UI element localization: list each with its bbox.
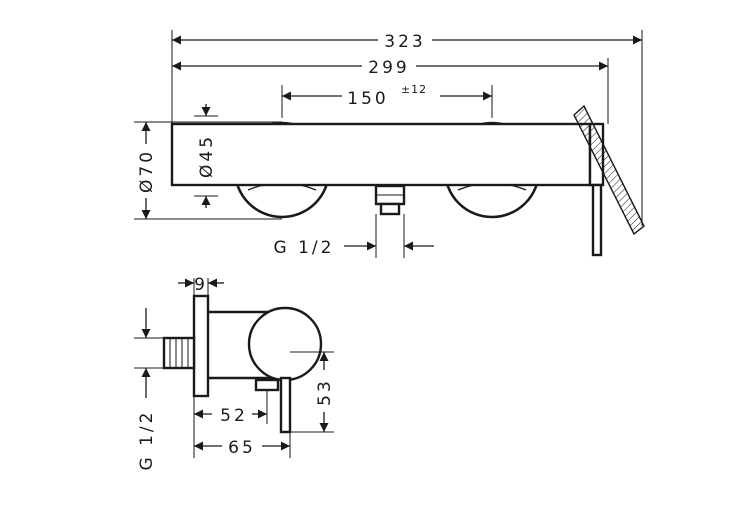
- dim-thread-bottom: G 1/2: [274, 238, 434, 258]
- side-handle-circle: [247, 306, 323, 382]
- diameter-outer-label: Ø70: [137, 149, 157, 193]
- centers-label: 150: [347, 89, 388, 109]
- dim-diameter-70: Ø70: [137, 122, 157, 219]
- side-threaded-connector: [162, 336, 196, 370]
- diameter-inner-label: Ø45: [197, 134, 217, 178]
- height-lever-label: 53: [315, 378, 335, 406]
- dim-52: 52: [194, 406, 267, 426]
- dim-299: 299: [172, 58, 608, 78]
- dim-diameter-45: Ø45: [194, 104, 218, 208]
- thread-bottom-label: G 1/2: [274, 238, 335, 258]
- thread-side-label: G 1/2: [137, 410, 157, 471]
- wall-plate: [192, 294, 210, 398]
- dim-150: 150 ±12: [282, 83, 492, 109]
- dim-53: 53: [315, 352, 335, 432]
- side-view: 9 G 1/2 52 65 53: [134, 275, 335, 470]
- wall-thickness-label: 9: [194, 275, 208, 295]
- lever-rotated-outline: [573, 104, 645, 236]
- dim-9: 9: [178, 275, 224, 295]
- depth-total-label: 65: [228, 438, 256, 458]
- width-body-label: 299: [368, 58, 409, 78]
- dim-thread-side: G 1/2: [137, 308, 157, 470]
- side-outlet-fitting: [254, 378, 280, 392]
- lever-handle: [591, 183, 603, 257]
- dim-65: 65: [194, 438, 290, 458]
- side-lever: [279, 376, 292, 434]
- front-view: 323 299 150 ±12 Ø70 Ø45: [134, 30, 645, 258]
- depth-to-outlet-label: 52: [220, 406, 248, 426]
- centers-tolerance-label: ±12: [401, 83, 427, 96]
- mixer-body: [170, 122, 592, 187]
- width-overall-label: 323: [384, 32, 425, 52]
- outlet-fitting: [374, 184, 406, 216]
- dim-323: 323: [172, 32, 642, 52]
